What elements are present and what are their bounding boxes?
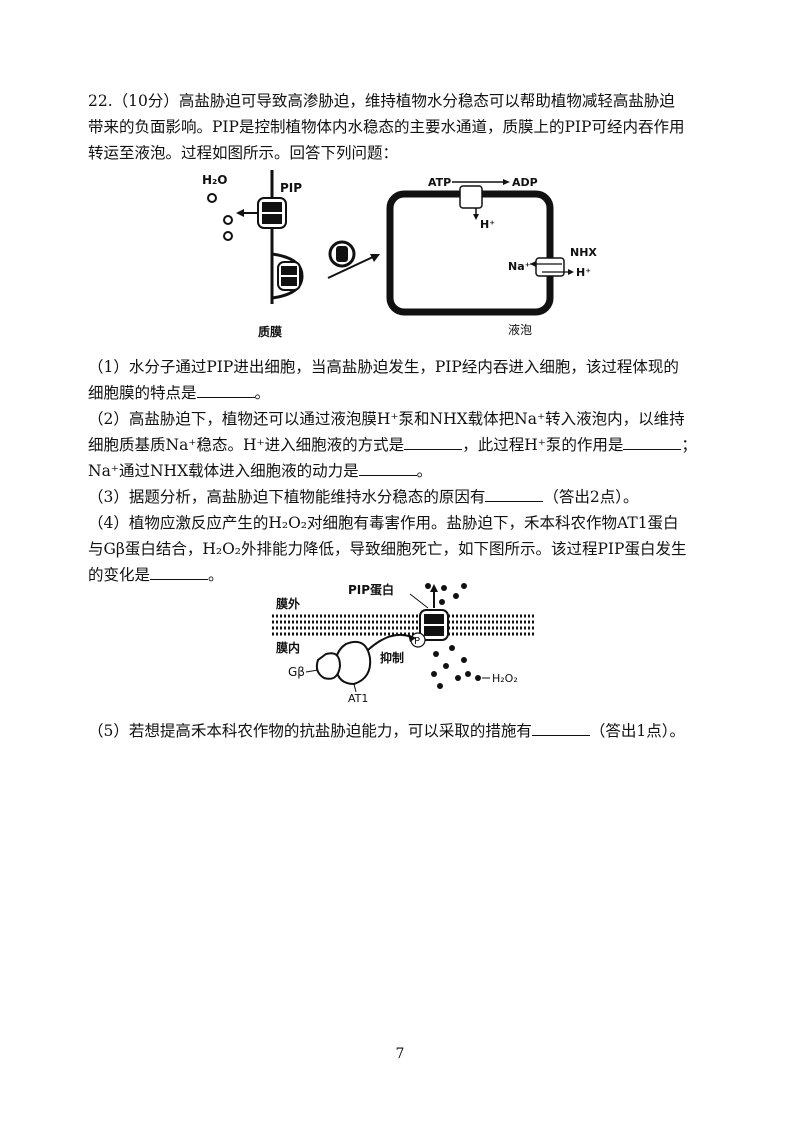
intro-line-1: （10分）高盐胁迫可导致高渗胁迫，维持植物水分稳态可以帮助植物减轻高盐胁迫 (112, 92, 675, 110)
h-plus-pump-label: H⁺ (480, 218, 495, 231)
figure-pip-at1: 膜外 膜内 PIP蛋白 P H₂O₂ 抑制 Gβ AT1 (272, 582, 534, 705)
answer-blank[interactable] (404, 433, 463, 450)
vacuole-label: 液泡 (508, 322, 532, 337)
pip-protein-icon (419, 609, 449, 641)
intro-line-2: 带来的负面影响。PIP是控制植物体内水稳态的主要水通道，质膜上的PIP可经内吞作… (88, 118, 685, 136)
page-number: 7 (395, 1046, 405, 1062)
question-intro: 22.（10分）高盐胁迫可导致高渗胁迫，维持植物水分稳态可以帮助植物减轻高盐胁迫… (88, 88, 718, 166)
q2-line-1: （2）高盐胁迫下，植物还可以通过液泡膜H⁺泵和NHX载体把Na⁺转入液泡内，以维… (88, 410, 685, 428)
h2o2-label: H₂O₂ (492, 672, 518, 685)
at1-label: AT1 (348, 692, 368, 705)
outside-label: 膜外 (276, 596, 300, 611)
vacuole-outline (386, 190, 554, 316)
h2o2-dots-outside (425, 583, 467, 605)
h-plus-nhx-label: H⁺ (576, 266, 591, 279)
gbeta-label: Gβ (288, 665, 305, 679)
p-label: P (414, 636, 420, 647)
inside-label: 膜内 (276, 640, 300, 655)
answer-blank[interactable] (485, 485, 544, 502)
nhx-label: NHX (570, 246, 597, 259)
sub-question-5: （5）若想提高禾本科农作物的抗盐胁迫能力，可以采取的措施有（答出1点）。 (88, 718, 718, 744)
q5-text: （5）若想提高禾本科农作物的抗盐胁迫能力，可以采取的措施有 (88, 722, 532, 740)
q3-text: （3）据题分析，高盐胁迫下植物能维持水分稳态的原因有 (88, 488, 486, 506)
sub-questions: （1）水分子通过PIP进出细胞，当高盐胁迫发生，PIP经内吞进入细胞，该过程体现… (88, 354, 718, 588)
pip-protein-label: PIP蛋白 (348, 582, 394, 597)
h2o-label: H₂O (202, 173, 228, 187)
h2o2-dots-inside (431, 645, 471, 689)
q4-line-2: 与Gβ蛋白结合，H₂O₂外排能力降低，导致细胞死亡，如下图所示。该过程PIP蛋白… (88, 540, 687, 558)
inhibit-label: 抑制 (380, 650, 404, 665)
q1-line-2: 细胞膜的特点是 (88, 384, 197, 402)
at1-gbeta-complex-icon (315, 640, 372, 686)
q1-line-1: （1）水分子通过PIP进出细胞，当高盐胁迫发生，PIP经内吞进入细胞，该过程体现… (88, 358, 679, 376)
answer-blank[interactable] (150, 563, 209, 580)
pip-label: PIP (280, 181, 302, 195)
answer-blank[interactable] (531, 719, 590, 736)
atp-label: ATP (428, 176, 451, 189)
nhx-carrier-icon (535, 257, 565, 277)
question-number: 22. (88, 92, 113, 110)
answer-blank[interactable] (623, 433, 682, 450)
pip-channel-icon (257, 197, 287, 229)
answer-blank[interactable] (196, 381, 255, 398)
na-label: Na⁺ (508, 260, 531, 273)
adp-label: ADP (512, 176, 538, 189)
membrane-label: 质膜 (258, 324, 282, 339)
h-pump-icon (459, 185, 483, 209)
membrane-bilayer (272, 614, 534, 636)
intro-line-3: 转运至液泡。过程如图所示。回答下列问题： (88, 144, 399, 162)
water-molecule-icon (207, 193, 233, 241)
answer-blank[interactable] (358, 459, 417, 476)
figure-pip-endocytosis: H₂O PIP 质膜 液泡 ATP ADP H⁺ NHX Na⁺ H⁺ (202, 170, 597, 339)
q4-line-1: （4）植物应激反应产生的H₂O₂对细胞有毒害作用。盐胁迫下，禾本科农作物AT1蛋… (88, 514, 679, 532)
endocytosed-pip-icon (277, 261, 301, 291)
